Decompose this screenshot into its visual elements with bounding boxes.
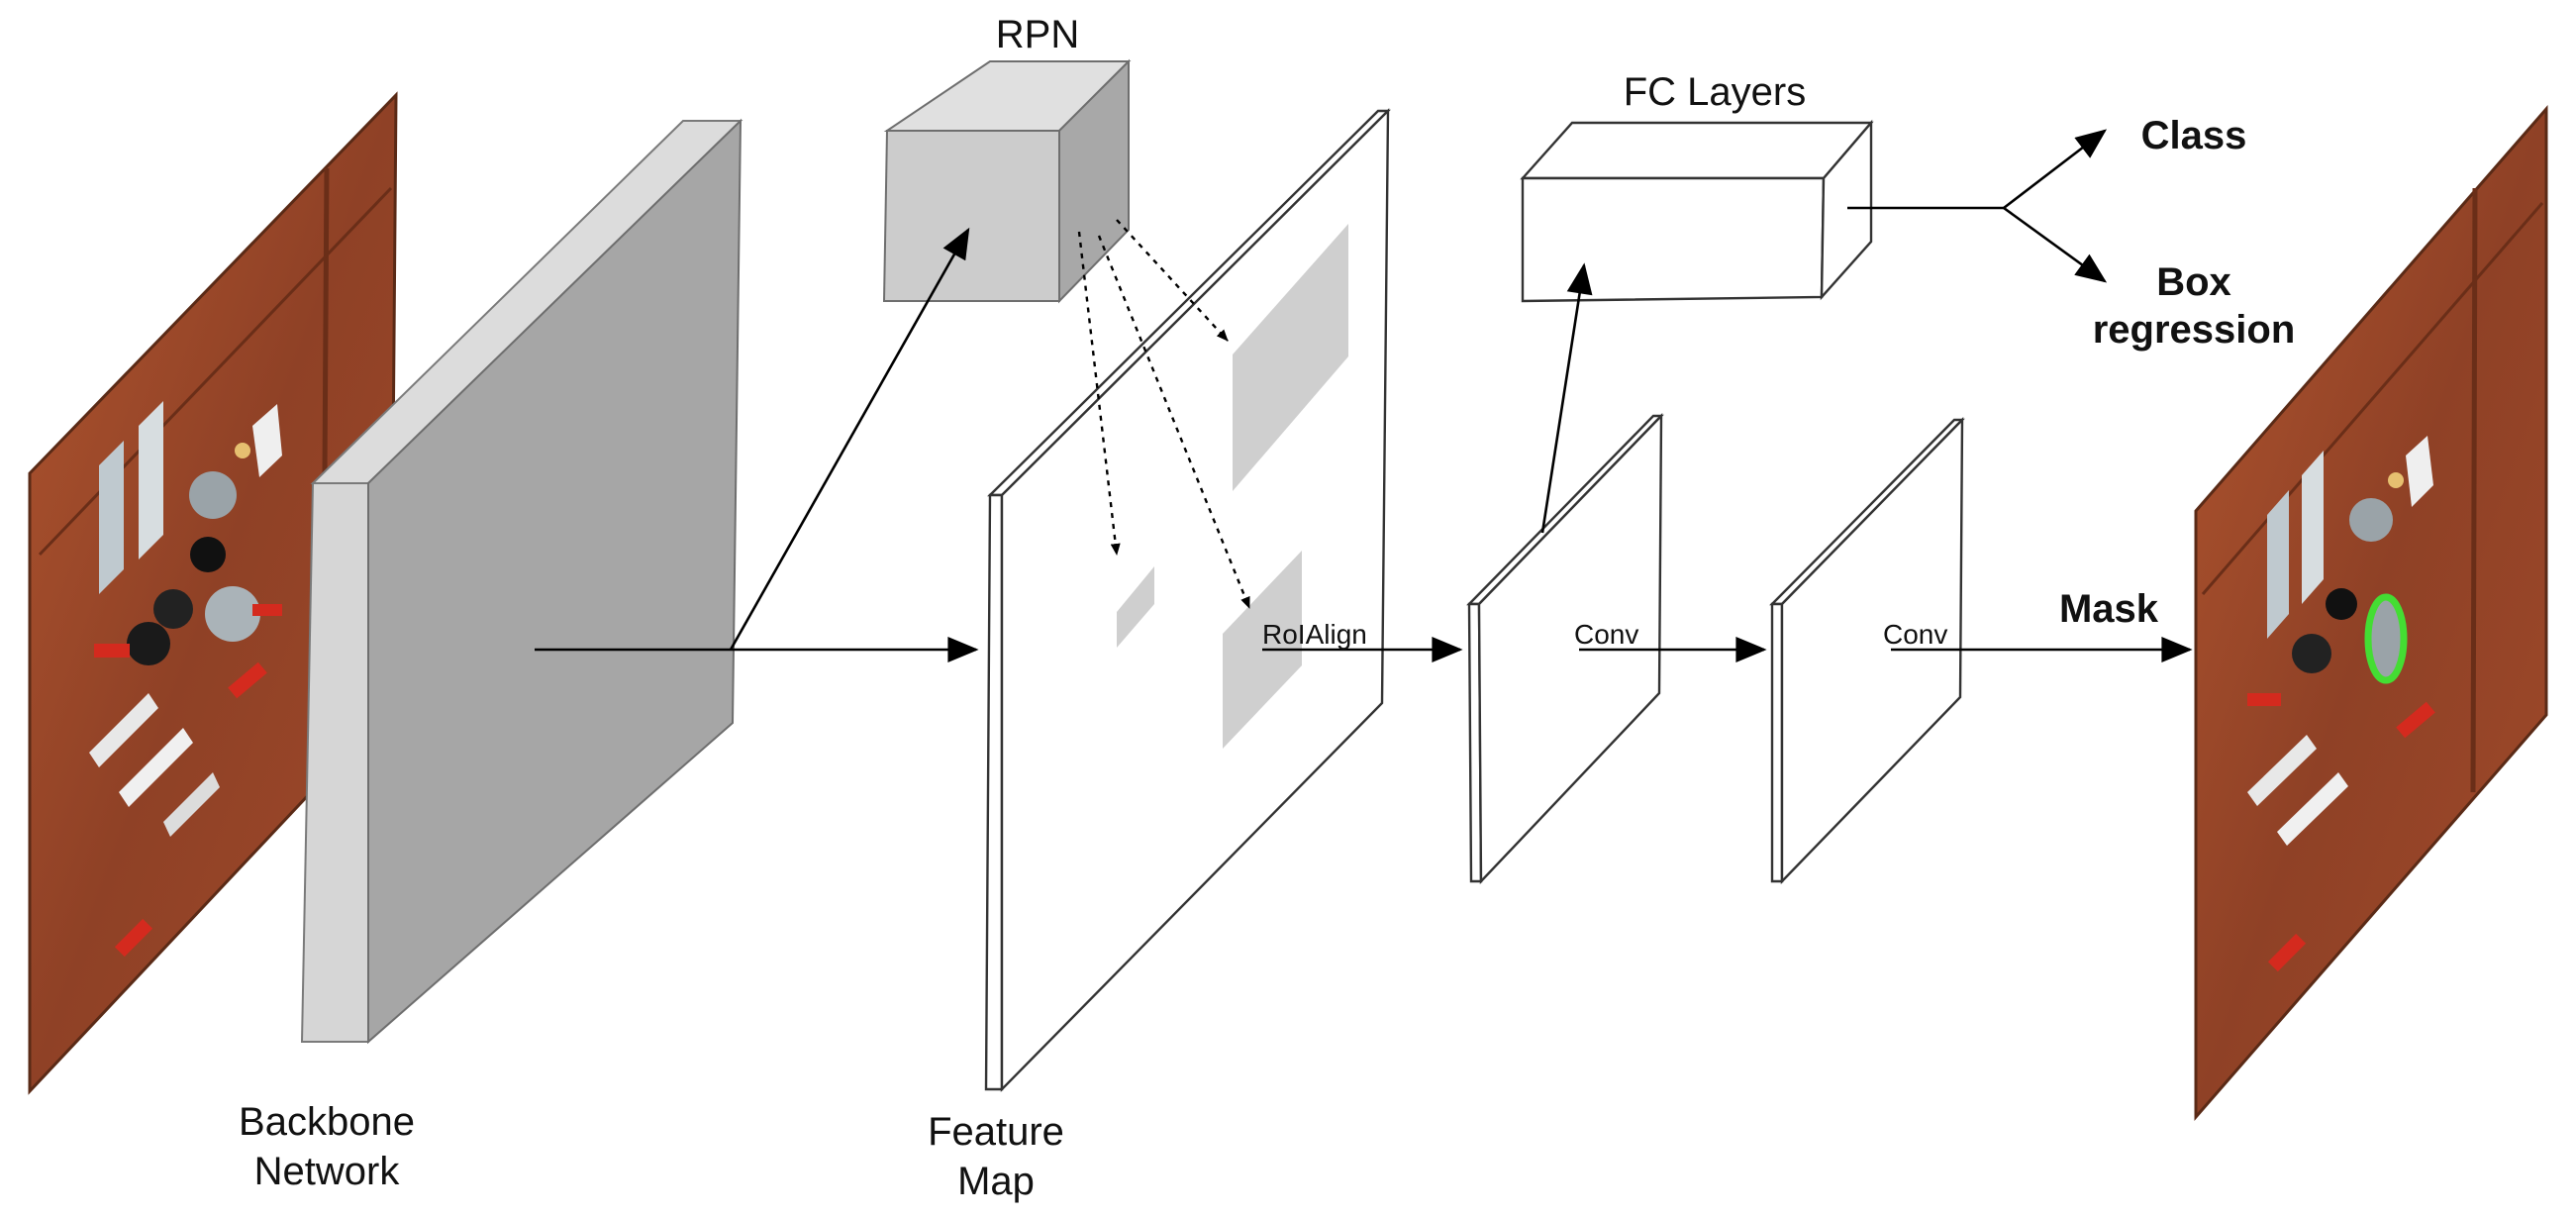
rpn-front-face — [882, 130, 1060, 302]
dashed-rpn-to-region-3 — [1097, 235, 1251, 609]
box-label: Box — [2156, 260, 2231, 304]
conv-label-1: Conv — [1574, 619, 1638, 650]
lego-parts — [89, 401, 282, 958]
mask-highlight — [2364, 593, 2408, 684]
class-label: Class — [2141, 114, 2247, 157]
labels: RPN FC Layers Class Box regression Mask … — [239, 13, 2295, 1203]
fc-top-face — [1520, 121, 1874, 180]
rpn-label: RPN — [996, 13, 1079, 56]
output-image — [2194, 104, 2548, 1122]
conv-plane-2 — [1769, 417, 1965, 884]
lego-parts-output — [2247, 436, 2435, 972]
rpn-block — [882, 58, 1132, 304]
backbone-label-line-2: Network — [254, 1150, 401, 1193]
arrow-to-box-regression — [2003, 206, 2108, 283]
mask-label: Mask — [2059, 587, 2159, 631]
arrow-backbone-to-rpn — [729, 227, 970, 651]
feature-map-label-line-2: Map — [957, 1160, 1035, 1203]
feature-map-label-line-1: Feature — [928, 1110, 1064, 1154]
feature-map-side — [984, 493, 1004, 1091]
proposal-region-2 — [1117, 566, 1154, 648]
feature-map — [984, 108, 1391, 1092]
backbone-front-face — [367, 118, 743, 1045]
fc-front-face — [1521, 176, 1826, 303]
fc-layers-block — [1520, 119, 1874, 303]
fc-layers-label: FC Layers — [1624, 70, 1807, 114]
regression-label: regression — [2093, 308, 2296, 352]
arrow-to-class — [2003, 129, 2108, 210]
proposal-region-1 — [1233, 224, 1348, 491]
backbone-network — [300, 118, 743, 1045]
connectors — [535, 129, 2193, 662]
input-image — [28, 91, 398, 1095]
roialign-label: RoIAlign — [1262, 619, 1367, 650]
conv-plane-1 — [1466, 413, 1664, 884]
backbone-side-face — [300, 482, 369, 1043]
conv-label-2: Conv — [1883, 619, 1947, 650]
backbone-label-line-1: Backbone — [239, 1100, 415, 1144]
rpn-side-face — [1058, 58, 1130, 304]
arrow-conv-1-to-fc-layers — [1540, 262, 1593, 534]
fc-side-face — [1820, 119, 1873, 301]
